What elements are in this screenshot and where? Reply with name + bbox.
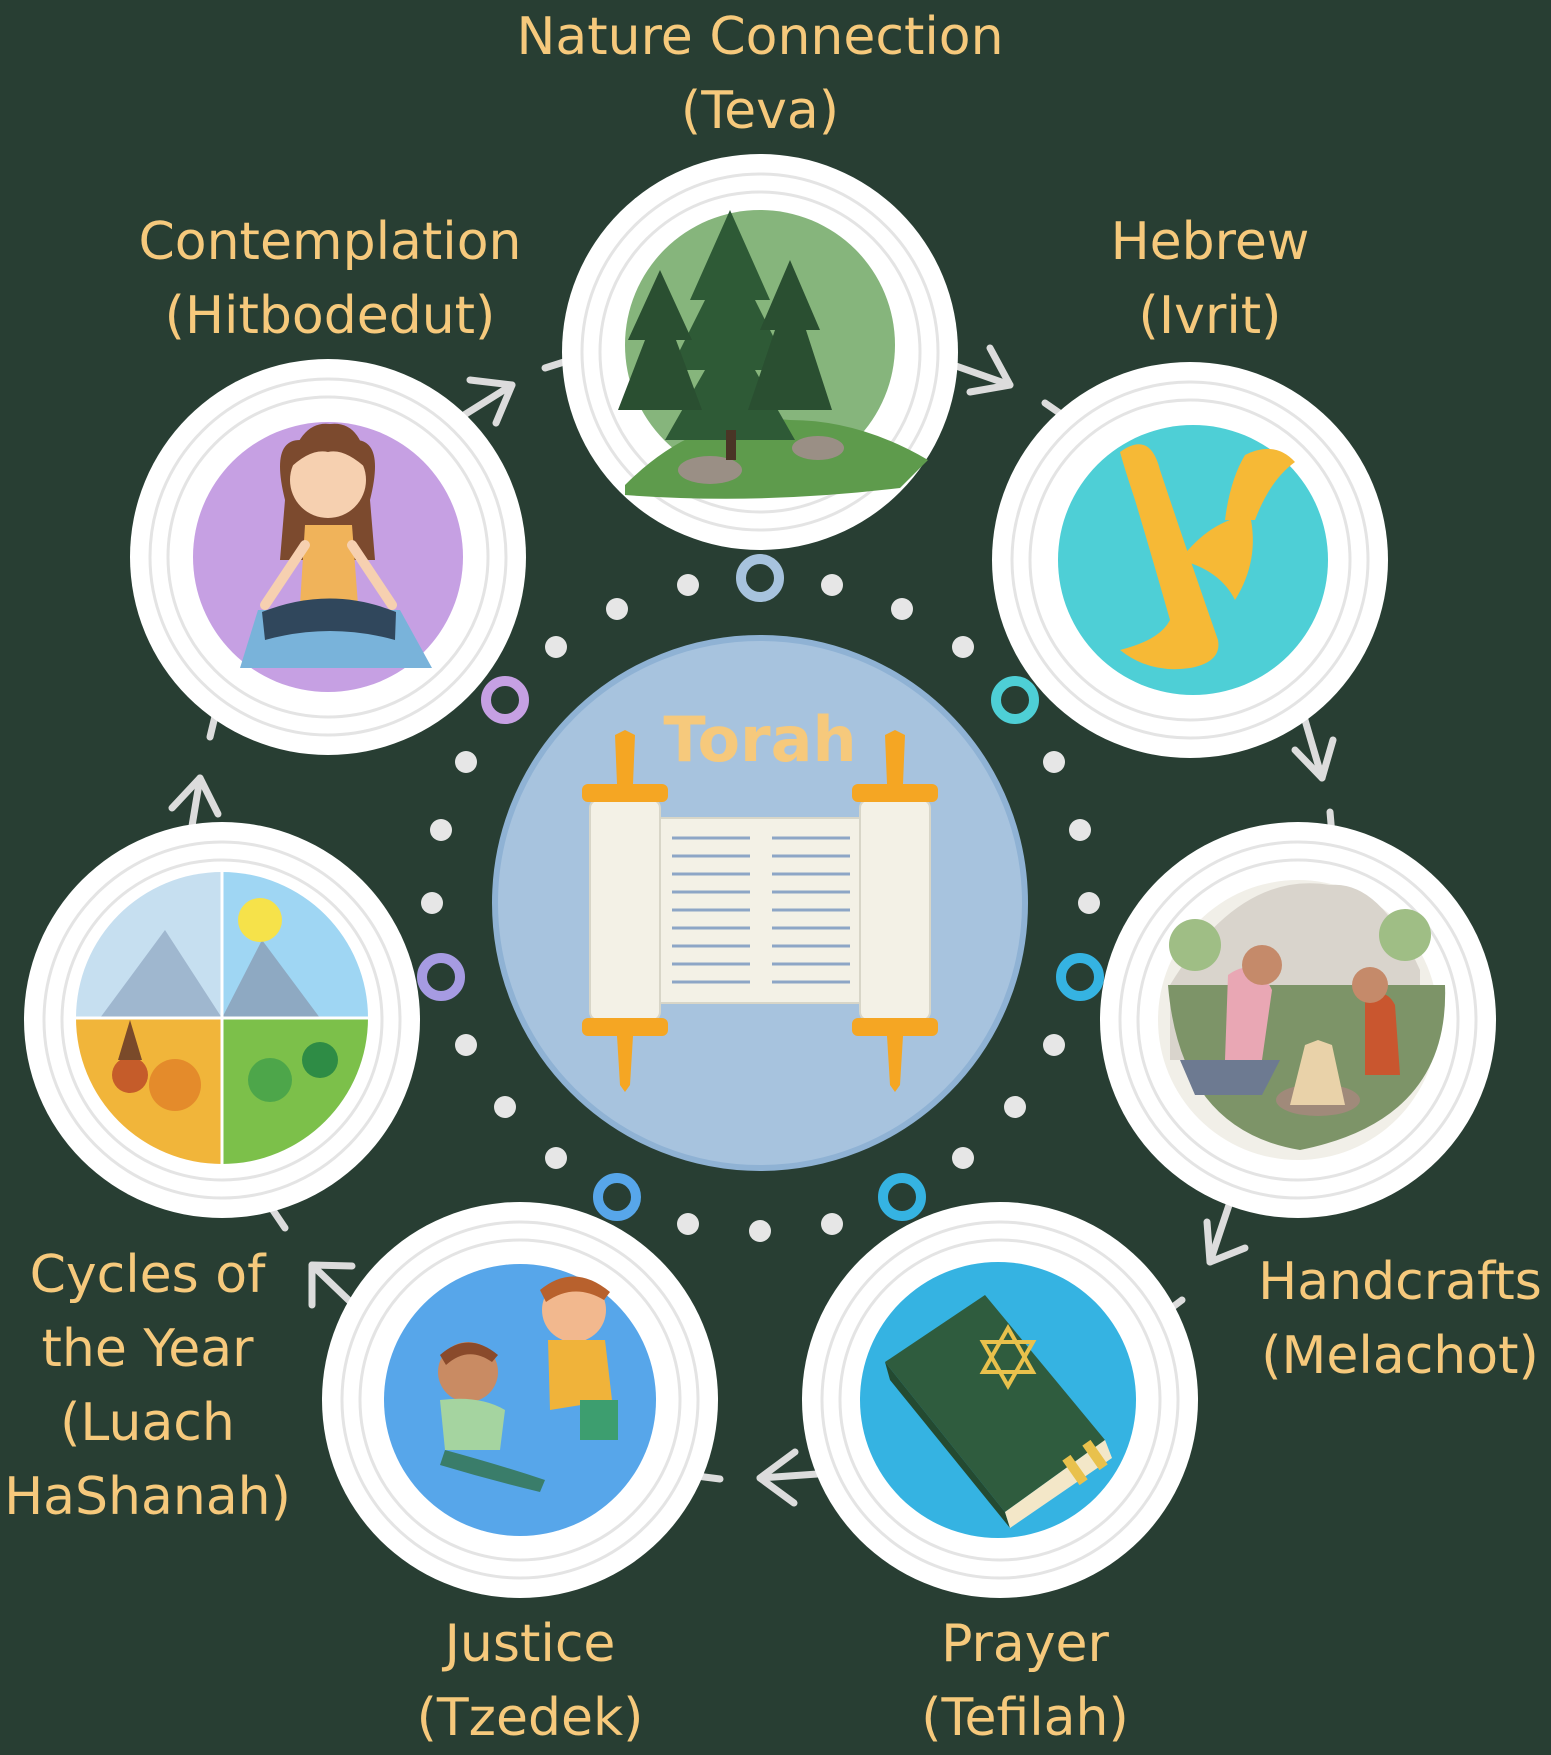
ring-dot [749, 1220, 771, 1242]
label-hitbodedut: Contemplation (Hitbodedut) [110, 205, 550, 353]
campfire-building-icon [1168, 883, 1446, 1150]
center-node: Torah [492, 635, 1028, 1171]
label-ivrit: Hebrew (Ivrit) [1020, 205, 1400, 353]
label-line: Nature Connection [516, 7, 1004, 67]
ring-marker [481, 676, 529, 724]
label-tzedek: Justice (Tzedek) [390, 1607, 670, 1755]
aleph-letter-icon [1120, 444, 1295, 670]
label-line: Hebrew [1110, 212, 1310, 272]
ring-dot [494, 1096, 516, 1118]
label-line: HaShanah) [4, 1467, 291, 1527]
node-ring [60, 858, 384, 1182]
ring-dot [606, 598, 628, 620]
meditating-girl-icon [240, 423, 432, 668]
label-line: (Hitbodedut) [164, 286, 496, 346]
forest-icon [618, 210, 928, 499]
label-line: Contemplation [138, 212, 522, 272]
ring-dot [1069, 819, 1091, 841]
label-line: (Tzedek) [416, 1688, 644, 1748]
ring-marker [1056, 953, 1104, 1001]
node-ring [838, 1238, 1162, 1562]
ring-dot [821, 574, 843, 596]
label-teva: Nature Connection (Teva) [510, 0, 1010, 148]
ring-dot [891, 598, 913, 620]
label-line: Cycles of [29, 1245, 266, 1305]
ring-marker [417, 953, 465, 1001]
ring-dot [952, 636, 974, 658]
ring-marker [991, 676, 1039, 724]
node-ring [598, 190, 922, 514]
node-teva [562, 154, 958, 550]
node-ring [820, 1220, 1180, 1580]
node-luach [24, 822, 420, 1218]
ring-dot [1078, 892, 1100, 914]
label-line: (Tefilah) [921, 1688, 1129, 1748]
ring-dot [821, 1213, 843, 1235]
ring-dot [455, 751, 477, 773]
ring-dot [1004, 1096, 1026, 1118]
node-ring [340, 1220, 700, 1580]
label-line: Prayer [941, 1614, 1109, 1674]
dotted-ring [417, 554, 1104, 1242]
node-ring [1028, 398, 1352, 722]
node-ring [1136, 858, 1460, 1182]
node-melachot [1100, 822, 1496, 1218]
label-tefilah: Prayer (Tefilah) [885, 1607, 1165, 1755]
ring-dot [1043, 1034, 1065, 1056]
node-ring [358, 1238, 682, 1562]
ring-marker [593, 1173, 641, 1221]
ring-dot [430, 819, 452, 841]
node-ring [580, 172, 940, 532]
ring-dot [677, 574, 699, 596]
ring-marker [878, 1173, 926, 1221]
prayer-book-icon [885, 1295, 1112, 1528]
label-line: (Luach [60, 1393, 235, 1453]
ring-dot [545, 636, 567, 658]
node-ring [1010, 380, 1370, 740]
ring-dot [421, 892, 443, 914]
node-hitbodedut [130, 359, 526, 755]
ring-dot [545, 1147, 567, 1169]
label-line: (Teva) [680, 81, 840, 141]
label-luach: Cycles of the Year (Luach HaShanah) [0, 1238, 295, 1534]
ring-dot [1043, 751, 1065, 773]
node-ring [148, 377, 508, 737]
label-line: the Year [41, 1319, 254, 1379]
torah-scroll-icon [582, 730, 938, 1092]
ring-dot [677, 1213, 699, 1235]
ring-dot [455, 1034, 477, 1056]
center-title: Torah [663, 703, 856, 776]
label-line: Handcrafts [1258, 1252, 1542, 1312]
label-line: (Melachot) [1261, 1326, 1539, 1386]
ring-dot [952, 1147, 974, 1169]
node-ring [166, 395, 490, 719]
ring-marker [736, 554, 784, 602]
node-ring [1118, 840, 1478, 1200]
label-line: (Ivrit) [1138, 286, 1282, 346]
label-melachot: Handcrafts (Melachot) [1250, 1245, 1550, 1393]
four-seasons-icon [76, 872, 368, 1164]
label-line: Justice [444, 1614, 616, 1674]
node-tzedek [322, 1202, 718, 1598]
helping-hand-icon [438, 1276, 618, 1492]
node-ring [42, 840, 402, 1200]
node-tefilah [802, 1202, 1198, 1598]
node-ivrit [992, 362, 1388, 758]
